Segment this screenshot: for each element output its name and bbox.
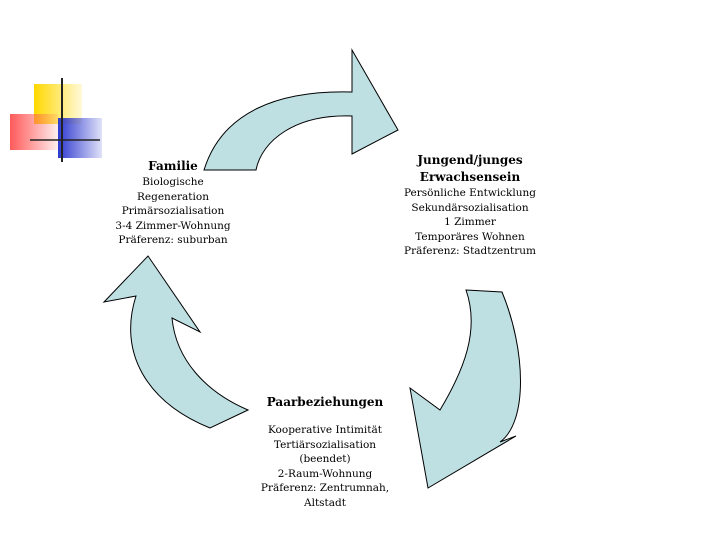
youth-line: Temporäres Wohnen — [415, 230, 525, 243]
youth-title-line: Erwachsensein — [419, 170, 521, 184]
family-line: 3-4 Zimmer-Wohnung — [115, 219, 231, 232]
youth-line: Sekundärsozialisation — [411, 201, 529, 214]
couple-line: (beendet) — [299, 453, 351, 466]
family-line: Primärsozialisation — [121, 205, 225, 218]
right-cycle-arrow — [409, 289, 521, 489]
logo-red-square — [10, 114, 58, 150]
family-line: Biologische — [142, 176, 204, 188]
couple-line: Kooperative Intimität — [268, 424, 382, 436]
family-title: Familie — [148, 159, 198, 173]
family-line: Präferenz: suburban — [118, 234, 228, 247]
top-cycle-arrow — [203, 48, 399, 171]
couple-title: Paarbeziehungen — [266, 395, 384, 409]
logo-blue-square — [58, 118, 102, 158]
youth-line: Präferenz: Stadtzentrum — [404, 245, 536, 258]
couple-line: Altstadt — [304, 496, 346, 509]
family-stage: Familie Biologische Regeneration Primärs… — [98, 158, 248, 248]
youth-line: 1 Zimmer — [444, 216, 496, 229]
youth-stage: Jungend/junges Erwachsensein Persönliche… — [390, 152, 550, 259]
couple-line: Tertiärsozialisation — [273, 438, 377, 451]
youth-title-line: Jungend/junges — [417, 153, 523, 167]
youth-line: Persönliche Entwicklung — [403, 187, 537, 199]
color-squares-logo — [10, 78, 102, 162]
couple-line: Präferenz: Zentrumnah, — [260, 482, 390, 495]
couple-line: 2-Raum-Wohnung — [277, 467, 373, 480]
left-cycle-arrow — [102, 255, 250, 429]
couple-stage: Paarbeziehungen Kooperative Intimität Te… — [250, 394, 400, 511]
family-line: Regeneration — [137, 190, 209, 203]
